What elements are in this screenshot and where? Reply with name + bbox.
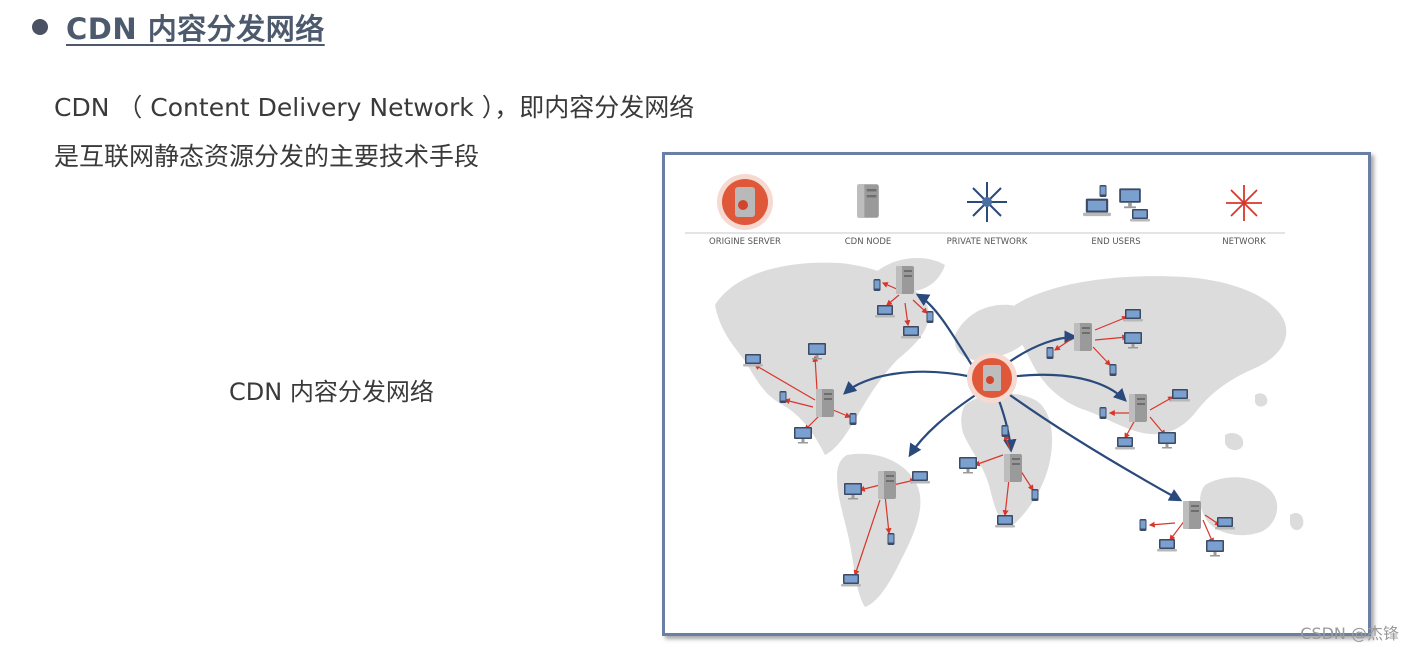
cdn-node-asia — [1129, 394, 1147, 422]
origin-server-icon — [717, 174, 773, 230]
arrow-to-asia-node — [1008, 373, 1127, 402]
private-network-icon — [967, 182, 1007, 222]
cdn-node-africa — [1004, 454, 1022, 482]
heading-title: CDN 内容分发网络 — [66, 12, 325, 46]
cdn-node-north-america — [896, 266, 914, 294]
bullet-icon — [32, 19, 48, 35]
section-heading: CDN 内容分发网络 — [32, 6, 325, 48]
cdn-node-oceania — [1183, 501, 1201, 529]
description-line-1: CDN （ Content Delivery Network ），即内容分发网络 — [54, 93, 695, 122]
legend: ORIGINE SERVER CDN NODE PRIVATE NETWORK — [685, 174, 1285, 247]
figure-caption: CDN 内容分发网络 — [229, 378, 434, 406]
arrow-to-north-america-node — [915, 293, 974, 368]
network-icon — [1226, 185, 1262, 221]
legend-end-users-label: END USERS — [1091, 237, 1140, 247]
description-line-2: 是互联网静态资源分发的主要技术手段 — [54, 142, 480, 171]
cdn-node-south-america — [878, 471, 896, 499]
cdn-network-figure: ORIGINE SERVER CDN NODE PRIVATE NETWORK — [662, 152, 1371, 636]
watermark: CSDN @杰锋 — [1300, 624, 1399, 643]
cdn-diagram: ORIGINE SERVER CDN NODE PRIVATE NETWORK — [685, 174, 1304, 607]
legend-cdn-node-label: CDN NODE — [845, 237, 892, 247]
end-users-icon — [1083, 185, 1150, 222]
world-map — [715, 258, 1304, 607]
origin-server-map-icon — [967, 353, 1017, 403]
arrow-to-oceania-node — [1002, 389, 1183, 502]
legend-network-label: NETWORK — [1222, 237, 1266, 247]
legend-private-network-label: PRIVATE NETWORK — [947, 237, 1028, 247]
arrow-to-central-america-node — [843, 370, 974, 395]
arrow-to-europe-node — [1004, 330, 1078, 366]
cdn-node-europe — [1074, 323, 1092, 351]
arrow-to-south-america-node — [908, 389, 984, 458]
cdn-node-central-america — [816, 389, 834, 417]
legend-origin-server-label: ORIGINE SERVER — [709, 237, 781, 247]
cdn-node-icon — [857, 184, 879, 218]
